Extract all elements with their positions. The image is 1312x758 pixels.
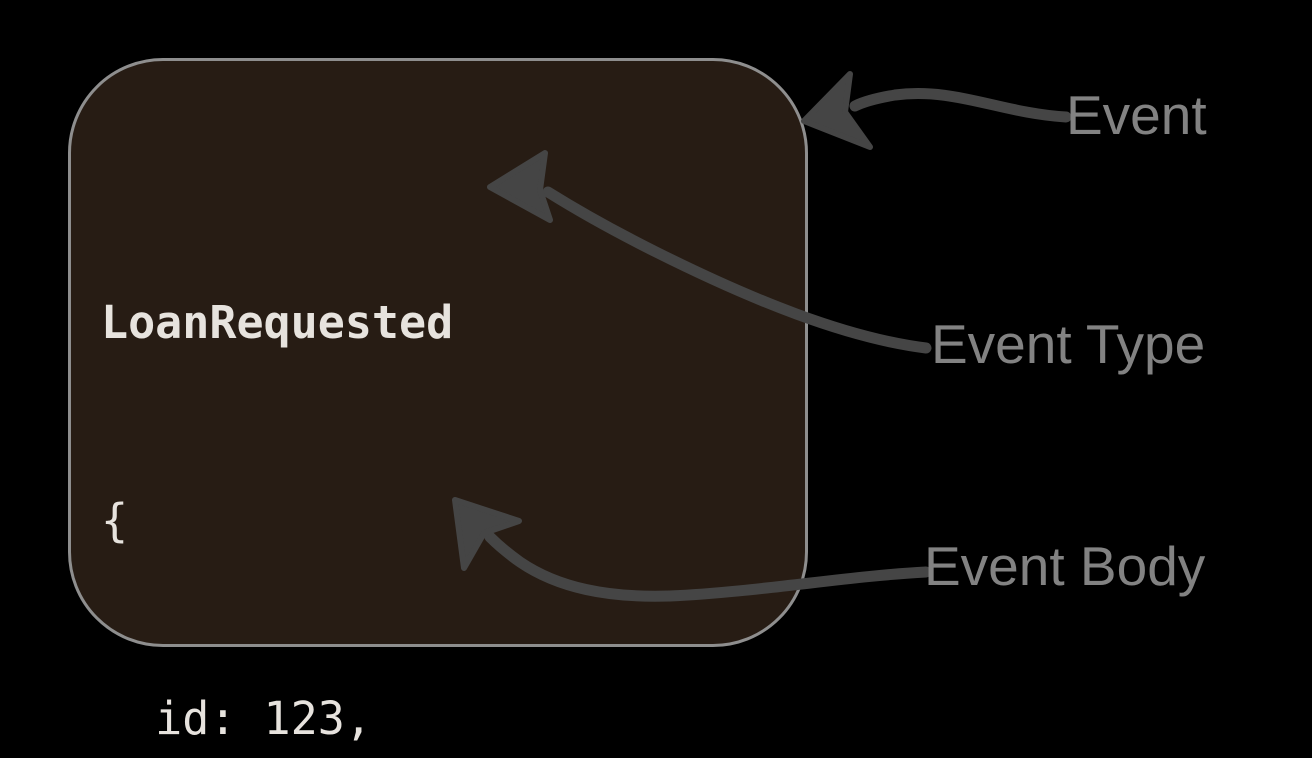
event-card: LoanRequested { id: 123, amount: 100, bo…	[68, 58, 808, 745]
event-body-line: {	[101, 494, 129, 547]
event-body-line: id: 123,	[101, 692, 372, 745]
event-arrow	[849, 87, 1072, 123]
event-code-block: LoanRequested { id: 123, amount: 100, bo…	[101, 158, 724, 758]
event-arrowhead-icon	[801, 71, 873, 150]
event-label: Event	[1066, 84, 1207, 146]
event-type-name: LoanRequested	[101, 296, 454, 349]
event-body-label: Event Body	[924, 535, 1206, 597]
event-type-label: Event Type	[931, 313, 1206, 375]
